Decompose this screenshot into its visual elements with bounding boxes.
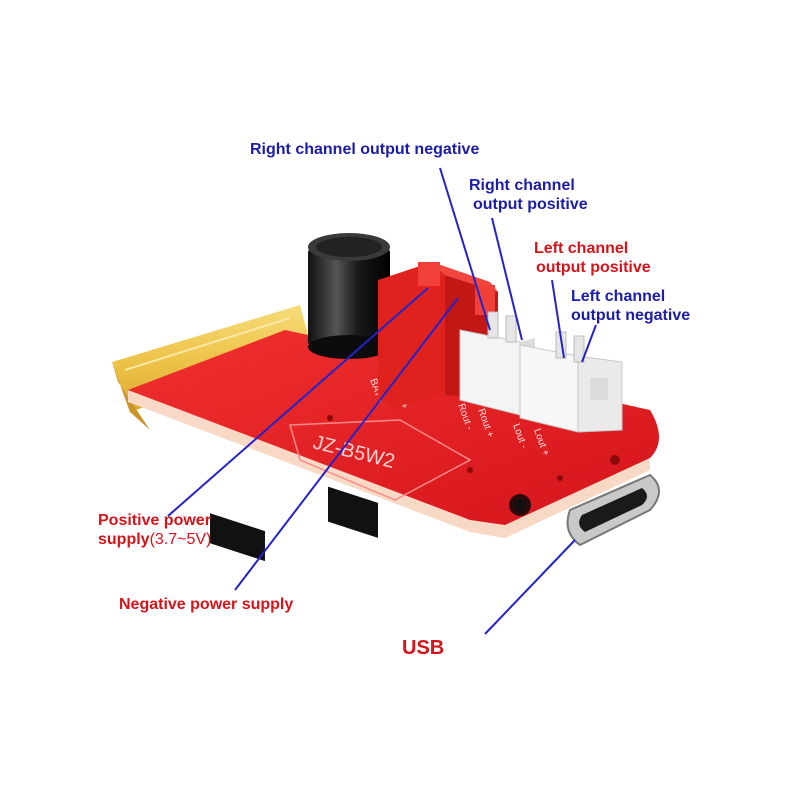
leader-pos-power (167, 287, 429, 517)
leader-left-neg (581, 324, 597, 363)
leader-right-neg (439, 167, 491, 331)
underside-chips (210, 486, 378, 562)
label-left-channel-positive: Left channel output positive (534, 240, 651, 276)
left-channel-connector (519, 331, 623, 433)
electrolytic-capacitor (308, 233, 390, 359)
leader-right-pos (491, 217, 523, 341)
label-usb: USB (402, 637, 445, 659)
usb-c-port (566, 473, 660, 547)
label-left-channel-negative: Left channel output negative (571, 288, 691, 324)
leader-usb (484, 539, 576, 635)
label-positive-power-supply: Positive power supply(3.7~5V) (98, 512, 212, 548)
leader-neg-power (234, 297, 459, 591)
label-right-channel-negative: Right channel output negative (250, 141, 480, 158)
label-negative-power-supply: Negative power supply (119, 596, 294, 613)
label-right-channel-positive: Right channel output positive (469, 177, 588, 213)
leader-left-pos (551, 279, 565, 359)
leader-lines (167, 167, 597, 635)
pcb-board: JZ-B5W2 BAT - BAT + Rout - Rout + Lout -… (128, 330, 659, 538)
